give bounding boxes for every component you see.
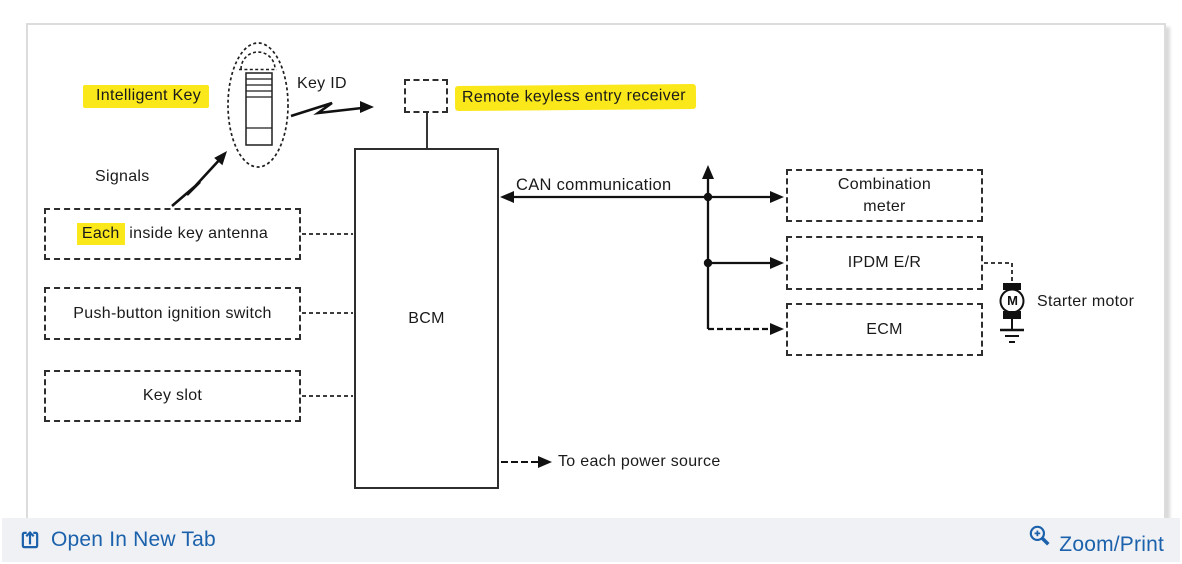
box-combination-meter: Combination meter — [786, 169, 983, 222]
open-in-new-tab-label: Open In New Tab — [51, 528, 216, 551]
diagram-lines — [171, 42, 1025, 468]
signals-arrow — [171, 151, 227, 207]
starter-motor-symbol — [984, 262, 1025, 330]
box-label: Push-button ignition switch — [73, 304, 272, 322]
system-diagram: Each inside key antenna Push-button igni… — [44, 42, 1135, 489]
box-remote-keyless-receiver — [404, 79, 448, 113]
remote-receiver-label: Remote keyless entry receiver — [454, 83, 696, 112]
left-connectors — [302, 233, 353, 397]
key-fob-icon — [227, 42, 289, 168]
box-each-inside-key-antenna: Each inside key antenna — [44, 208, 301, 260]
ground-icon — [1000, 328, 1024, 343]
box-label: BCM — [408, 309, 445, 327]
power-source-label: To each power source — [558, 453, 721, 470]
box-ipdm-er: IPDM E/R — [786, 236, 983, 290]
zoom-print-button[interactable]: Zoom/Print — [1027, 523, 1164, 557]
can-communication-label: CAN communication — [516, 176, 672, 194]
viewer-toolbar: Open In New Tab Zoom/Print — [2, 518, 1180, 562]
box-label: Each inside key antenna — [76, 223, 268, 245]
starter-motor-label: Starter motor — [1037, 293, 1135, 310]
power-source-arrow — [501, 456, 552, 468]
intelligent-key-label: Intelligent Key — [83, 85, 210, 108]
key-id-arrow — [290, 101, 374, 118]
box-key-slot: Key slot — [44, 370, 301, 422]
box-label: Combination meter — [837, 175, 932, 215]
box-label: ECM — [866, 320, 903, 338]
can-bus-lines — [500, 165, 784, 335]
motor-m-symbol: M — [1007, 293, 1018, 308]
highlighted-word: Each — [76, 223, 125, 245]
box-label: Key slot — [142, 387, 203, 404]
open-in-new-tab-button[interactable]: Open In New Tab — [19, 528, 216, 552]
box-label: IPDM E/R — [847, 254, 922, 271]
zoom-in-icon — [1030, 525, 1050, 546]
box-push-button-ignition-switch: Push-button ignition switch — [44, 287, 301, 340]
zoom-print-label: Zoom/Print — [1059, 533, 1164, 556]
box-ecm: ECM — [786, 303, 983, 356]
key-id-label: Key ID — [297, 75, 347, 92]
box-bcm: BCM — [354, 148, 499, 489]
open-in-new-tab-icon — [21, 530, 39, 549]
signals-label: Signals — [95, 168, 150, 185]
